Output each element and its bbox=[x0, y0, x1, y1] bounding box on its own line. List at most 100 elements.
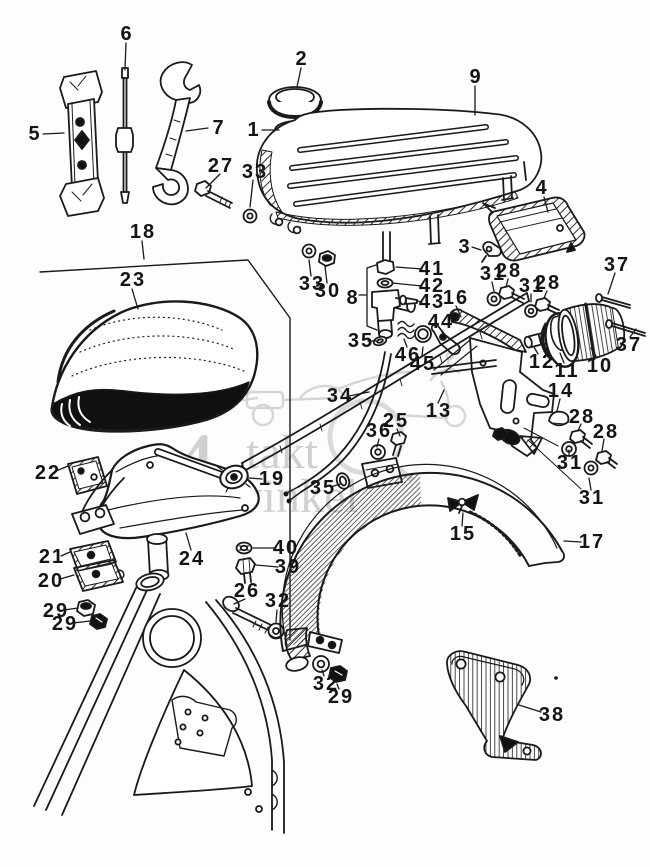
part-nut-29a bbox=[76, 599, 96, 617]
callout-40-49: 40 bbox=[272, 537, 300, 559]
part-bolt-25 bbox=[390, 431, 407, 457]
part-tool-tray-4 bbox=[482, 196, 586, 262]
part-screw-37b bbox=[605, 319, 646, 337]
callout-32-55: 32 bbox=[312, 673, 340, 695]
callout-38-57: 38 bbox=[538, 704, 566, 726]
callout-16-18: 16 bbox=[442, 287, 470, 309]
part-fuel-tube-34 bbox=[283, 351, 392, 504]
part-washer-32b bbox=[312, 655, 330, 673]
callout-8-17: 8 bbox=[346, 287, 360, 309]
part-box-spanner-5 bbox=[59, 70, 105, 217]
part-pivot-19 bbox=[217, 462, 251, 493]
part-washer-40 bbox=[235, 541, 253, 555]
part-seat-23 bbox=[50, 300, 259, 433]
callout-30-13: 30 bbox=[314, 280, 342, 302]
callout-35-28: 35 bbox=[347, 330, 375, 352]
part-plate-20 bbox=[73, 559, 125, 592]
callout-39-50: 39 bbox=[274, 556, 302, 578]
callout-10-31: 10 bbox=[586, 355, 614, 377]
callout-35-43: 35 bbox=[309, 477, 337, 499]
part-washer-31a bbox=[486, 291, 502, 307]
callout-18-10: 18 bbox=[129, 221, 157, 243]
group-18-boundary-line bbox=[39, 259, 291, 641]
callout-24-48: 24 bbox=[178, 548, 206, 570]
callout-44-25: 44 bbox=[427, 311, 455, 333]
callout-33-7: 33 bbox=[241, 161, 269, 183]
callout-28-20: 28 bbox=[495, 260, 523, 282]
part-nut-29c bbox=[328, 665, 348, 683]
callout-11-30: 11 bbox=[554, 360, 580, 382]
part-screw-37a bbox=[595, 293, 631, 309]
callout-5-1: 5 bbox=[28, 123, 42, 145]
part-bracket-38 bbox=[446, 650, 542, 761]
part-clip-3 bbox=[481, 241, 502, 263]
leader-lines bbox=[42, 42, 637, 713]
callout-28-37: 28 bbox=[568, 406, 596, 428]
part-nut-30 bbox=[318, 250, 336, 267]
callout-31-19: 31 bbox=[479, 263, 507, 285]
stray-dot bbox=[554, 676, 558, 680]
part-screw-43 bbox=[399, 294, 418, 306]
part-rear-fender-17 bbox=[279, 463, 565, 672]
callout-45-27: 45 bbox=[409, 353, 437, 375]
callout-14-36: 14 bbox=[547, 380, 575, 402]
callout-28-22: 28 bbox=[534, 272, 562, 294]
part-wing-clip-15 bbox=[447, 494, 479, 514]
callout-13-33: 13 bbox=[425, 400, 453, 422]
part-carrier-bracket-16 bbox=[431, 308, 582, 490]
callout-46-26: 46 bbox=[394, 344, 422, 366]
callout-34-32: 34 bbox=[326, 385, 354, 407]
part-bolt-39 bbox=[235, 557, 256, 584]
callout-21-46: 21 bbox=[38, 546, 66, 568]
callout-42-15: 42 bbox=[418, 275, 446, 297]
callout-19-42: 19 bbox=[258, 468, 286, 490]
part-nut-29b bbox=[89, 613, 108, 630]
part-bolt-26 bbox=[222, 595, 272, 634]
callout-23-11: 23 bbox=[119, 269, 147, 291]
part-screwdriver-6 bbox=[115, 67, 134, 204]
part-washer-31c bbox=[561, 441, 577, 457]
callout-28-39: 28 bbox=[592, 421, 620, 443]
part-spring-46 bbox=[397, 320, 415, 340]
callout-4-8: 4 bbox=[535, 177, 549, 199]
callout-29-52: 29 bbox=[51, 613, 79, 635]
callout-22-41: 22 bbox=[34, 462, 62, 484]
callout-31-21: 31 bbox=[518, 275, 546, 297]
part-bolt-27 bbox=[194, 180, 233, 209]
callout-31-40: 31 bbox=[578, 487, 606, 509]
callout-12-29: 12 bbox=[528, 351, 556, 373]
part-washer-31d bbox=[583, 460, 599, 476]
callout-9-5: 9 bbox=[469, 66, 483, 88]
callout-37-23: 37 bbox=[603, 254, 631, 276]
callout-43-16: 43 bbox=[418, 291, 446, 313]
callout-2-3: 2 bbox=[295, 48, 309, 70]
callout-29-56: 29 bbox=[327, 686, 355, 708]
callout-3-9: 3 bbox=[458, 236, 472, 258]
callout-15-44: 15 bbox=[449, 523, 477, 545]
part-fuel-tank-9 bbox=[255, 107, 543, 245]
callout-36-35: 36 bbox=[365, 420, 393, 442]
callout-1-4: 1 bbox=[247, 119, 261, 141]
callout-7-2: 7 bbox=[212, 117, 226, 139]
callout-32-54: 32 bbox=[264, 590, 292, 612]
callout-20-47: 20 bbox=[37, 570, 65, 592]
callout-29-51: 29 bbox=[42, 600, 70, 622]
part-washer-31b bbox=[524, 304, 538, 318]
part-oring-45 bbox=[414, 325, 432, 343]
callout-37-24: 37 bbox=[615, 334, 643, 356]
part-washer-33b bbox=[301, 243, 317, 259]
part-plate-22 bbox=[67, 456, 108, 495]
callout-31-38: 31 bbox=[556, 452, 584, 474]
callout-33-12: 33 bbox=[298, 273, 326, 295]
callout-25-34: 25 bbox=[382, 410, 410, 432]
part-bolt-28c bbox=[569, 429, 593, 449]
callout-17-45: 17 bbox=[578, 531, 606, 553]
part-frame bbox=[33, 572, 285, 834]
part-bolt-28d bbox=[595, 450, 618, 469]
callout-27-6: 27 bbox=[207, 155, 235, 177]
part-clip-35a bbox=[372, 335, 388, 347]
part-open-end-wrench-7 bbox=[152, 61, 202, 206]
